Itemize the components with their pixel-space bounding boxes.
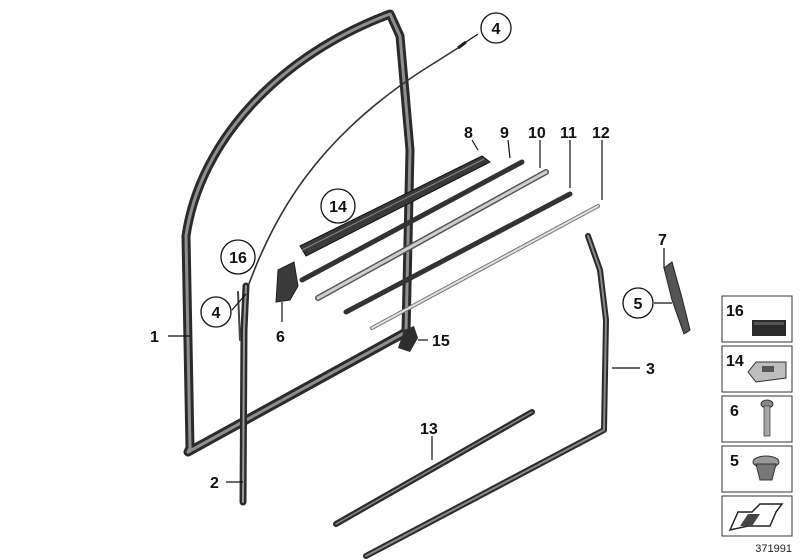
window-frame-line — [245, 47, 459, 293]
side-label-5: 5 — [730, 453, 739, 470]
callout-6: 6 — [276, 329, 285, 346]
callout-5: 5 — [622, 287, 654, 319]
callout-8: 8 — [464, 125, 473, 142]
side-cell-5: 5 — [721, 445, 793, 493]
callout-7: 7 — [658, 232, 667, 249]
callout-4-upper-text: 4 — [492, 21, 501, 38]
corner-piece — [398, 326, 418, 352]
callout-14-text: 14 — [329, 199, 347, 216]
callout-4-lower-text: 4 — [212, 305, 221, 322]
window-strip-9 — [299, 159, 525, 283]
pad-icon — [752, 320, 786, 336]
frame-cable — [457, 40, 467, 50]
window-strip-10 — [315, 169, 549, 301]
side-cell-6: 6 — [721, 395, 793, 443]
clip-icon — [747, 361, 787, 383]
door-frame-seal — [181, 9, 415, 457]
callout-16: 16 — [220, 239, 256, 275]
callout-12: 12 — [592, 125, 610, 142]
bracket-part — [275, 261, 299, 303]
callout-15: 15 — [432, 333, 450, 350]
side-label-14: 14 — [726, 353, 744, 370]
side-panel: 16 14 6 5 — [721, 295, 793, 537]
window-strip-11 — [343, 191, 573, 315]
document-number: 371991 — [755, 543, 792, 555]
callout-5-text: 5 — [634, 296, 643, 313]
callout-11: 11 — [560, 125, 577, 142]
side-cell-14: 14 — [721, 345, 793, 393]
plug-icon — [752, 455, 780, 481]
trim-clip-part — [663, 261, 691, 335]
callout-3: 3 — [646, 361, 655, 378]
window-strip-12 — [370, 204, 600, 330]
rear-door-seal — [363, 233, 609, 559]
callout-13: 13 — [420, 421, 438, 438]
pillar-seal — [237, 282, 250, 506]
callout-4-upper: 4 — [480, 12, 512, 44]
window-strip-8 — [299, 155, 491, 257]
sill-strip — [333, 409, 535, 527]
callout-9: 9 — [500, 125, 509, 142]
callout-16-text: 16 — [229, 250, 247, 267]
callout-10: 10 — [528, 125, 546, 142]
side-label-16: 16 — [726, 303, 744, 320]
leader-lines — [168, 33, 672, 483]
screw-icon — [760, 399, 774, 437]
side-cell-arrow — [721, 495, 793, 537]
side-label-6: 6 — [730, 403, 739, 420]
callout-4-lower: 4 — [200, 296, 232, 328]
side-cell-16: 16 — [721, 295, 793, 343]
callout-14: 14 — [320, 188, 356, 224]
callout-2: 2 — [210, 475, 219, 492]
arrow-icon — [728, 503, 784, 532]
callout-1: 1 — [150, 329, 159, 346]
